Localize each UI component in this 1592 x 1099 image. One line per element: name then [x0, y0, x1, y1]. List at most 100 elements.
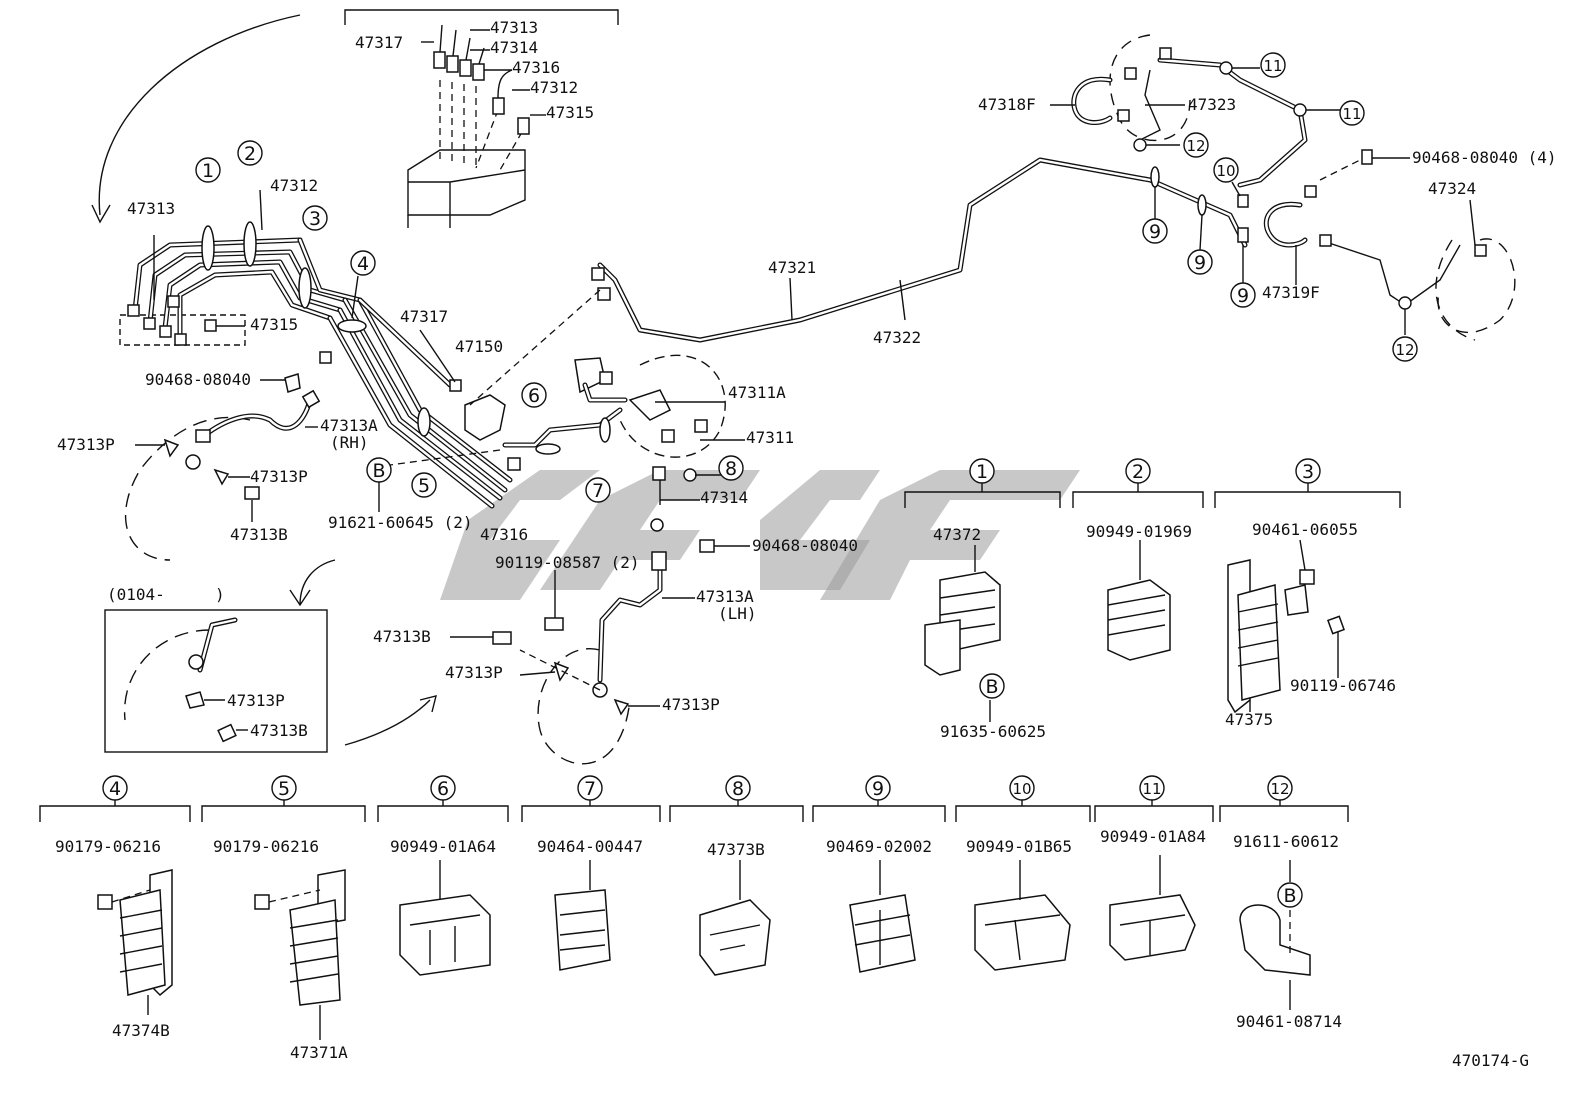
- watermark-logo: [440, 470, 1080, 600]
- label-47312: 47312: [270, 176, 318, 195]
- detail-num-11: 11: [1139, 775, 1165, 801]
- svg-text:3: 3: [309, 208, 321, 230]
- detail-num-6: 6: [430, 775, 456, 801]
- label-90179-06216-b: 90179-06216: [213, 837, 319, 856]
- svg-text:1: 1: [976, 461, 988, 483]
- callout-7: 7: [585, 477, 611, 503]
- label-90461-06055: 90461-06055: [1252, 520, 1358, 539]
- label-91611-60612: 91611-60612: [1233, 832, 1339, 851]
- label-rh: (RH): [330, 433, 369, 452]
- svg-text:6: 6: [528, 385, 540, 407]
- label-47313p-left-b: 47313P: [250, 467, 308, 486]
- label-inset-range-end: ): [215, 585, 225, 604]
- label-47372: 47372: [933, 525, 981, 544]
- svg-text:8: 8: [732, 778, 744, 800]
- callout-12b: 12: [1392, 336, 1418, 362]
- svg-text:11: 11: [1342, 105, 1361, 123]
- callout-9b: 9: [1187, 249, 1213, 275]
- label-90469-02002: 90469-02002: [826, 837, 932, 856]
- detail-num-10: 10: [1009, 775, 1035, 801]
- label-47313p-center-a: 47313P: [445, 663, 503, 682]
- callout-10: 10: [1213, 157, 1239, 183]
- label-90119-08587: 90119-08587 (2): [495, 553, 640, 572]
- svg-text:12: 12: [1270, 780, 1289, 798]
- callout-6: 6: [521, 382, 547, 408]
- label-47311: 47311: [746, 428, 794, 447]
- label-47313p-left-a: 47313P: [57, 435, 115, 454]
- label-47313-top: 47313: [490, 18, 538, 37]
- callout-2: 2: [237, 140, 263, 166]
- svg-text:B: B: [1283, 885, 1296, 907]
- callout-9a: 9: [1142, 218, 1168, 244]
- svg-text:5: 5: [418, 475, 430, 497]
- svg-text:4: 4: [109, 778, 121, 800]
- label-47316-top: 47316: [512, 58, 560, 77]
- svg-text:11: 11: [1263, 57, 1282, 75]
- rh-caliper: [124, 373, 321, 561]
- callout-11a: 11: [1260, 52, 1286, 78]
- svg-text:4: 4: [357, 253, 369, 275]
- svg-text:10: 10: [1216, 162, 1235, 180]
- label-47323: 47323: [1188, 95, 1236, 114]
- detail-num-7: 7: [577, 775, 603, 801]
- label-47314: 47314: [700, 488, 748, 507]
- callout-11b: 11: [1339, 100, 1365, 126]
- svg-text:9: 9: [1194, 252, 1206, 274]
- label-47312-top: 47312: [530, 78, 578, 97]
- label-47315: 47315: [250, 315, 298, 334]
- label-47318f: 47318F: [978, 95, 1036, 114]
- center-booster-group: [389, 157, 1248, 505]
- label-47313a-rh: 47313A: [320, 416, 378, 435]
- svg-text:6: 6: [437, 778, 449, 800]
- label-47150: 47150: [455, 337, 503, 356]
- label-47373b: 47373B: [707, 840, 765, 859]
- svg-text:9: 9: [1237, 285, 1249, 307]
- callout-9c: 9: [1230, 282, 1256, 308]
- svg-text:12: 12: [1395, 341, 1414, 359]
- label-47313p-center-b: 47313P: [662, 695, 720, 714]
- label-47313b-center: 47313B: [373, 627, 431, 646]
- label-90468-08040-center: 90468-08040: [752, 536, 858, 555]
- svg-text:B: B: [985, 676, 998, 698]
- left-pipe-bundle: [119, 189, 513, 509]
- label-47314-top: 47314: [490, 38, 538, 57]
- label-lh: (LH): [718, 604, 757, 623]
- inset-box: [104, 609, 328, 753]
- svg-text:9: 9: [872, 778, 884, 800]
- svg-text:7: 7: [592, 480, 604, 502]
- svg-text:9: 9: [1149, 221, 1161, 243]
- label-90949-01a64: 90949-01A64: [390, 837, 496, 856]
- label-47322: 47322: [873, 328, 921, 347]
- label-47317: 47317: [400, 307, 448, 326]
- svg-text:1: 1: [202, 160, 214, 182]
- label-47316: 47316: [480, 525, 528, 544]
- label-90119-06746: 90119-06746: [1290, 676, 1396, 695]
- svg-text:2: 2: [1132, 461, 1144, 483]
- label-47313b-inset: 47313B: [250, 721, 308, 740]
- label-90949-01969: 90949-01969: [1086, 522, 1192, 541]
- label-47375: 47375: [1225, 710, 1273, 729]
- callout-12a: 12: [1183, 132, 1209, 158]
- label-91621-60645: 91621-60645 (2): [328, 513, 473, 532]
- detail-num-9: 9: [865, 775, 891, 801]
- label-47317-top: 47317: [355, 33, 403, 52]
- svg-text:11: 11: [1142, 780, 1161, 798]
- diagram-code: 470174-G: [1452, 1051, 1529, 1070]
- detail-b-12: B: [1277, 882, 1303, 908]
- label-90464-00447: 90464-00447: [537, 837, 643, 856]
- reference-arrow: [98, 14, 301, 216]
- label-47321: 47321: [768, 258, 816, 277]
- callout-5: 5: [411, 472, 437, 498]
- label-47313a-lh: 47313A: [696, 587, 754, 606]
- callout-3: 3: [302, 205, 328, 231]
- callout-4: 4: [350, 250, 376, 276]
- svg-text:2: 2: [244, 143, 256, 165]
- svg-text:12: 12: [1186, 137, 1205, 155]
- detail-num-8: 8: [725, 775, 751, 801]
- label-90949-01a84: 90949-01A84: [1100, 827, 1206, 846]
- label-47313b-left: 47313B: [230, 525, 288, 544]
- label-47313p-inset: 47313P: [227, 691, 285, 710]
- master-cylinder-detail: [344, 9, 619, 228]
